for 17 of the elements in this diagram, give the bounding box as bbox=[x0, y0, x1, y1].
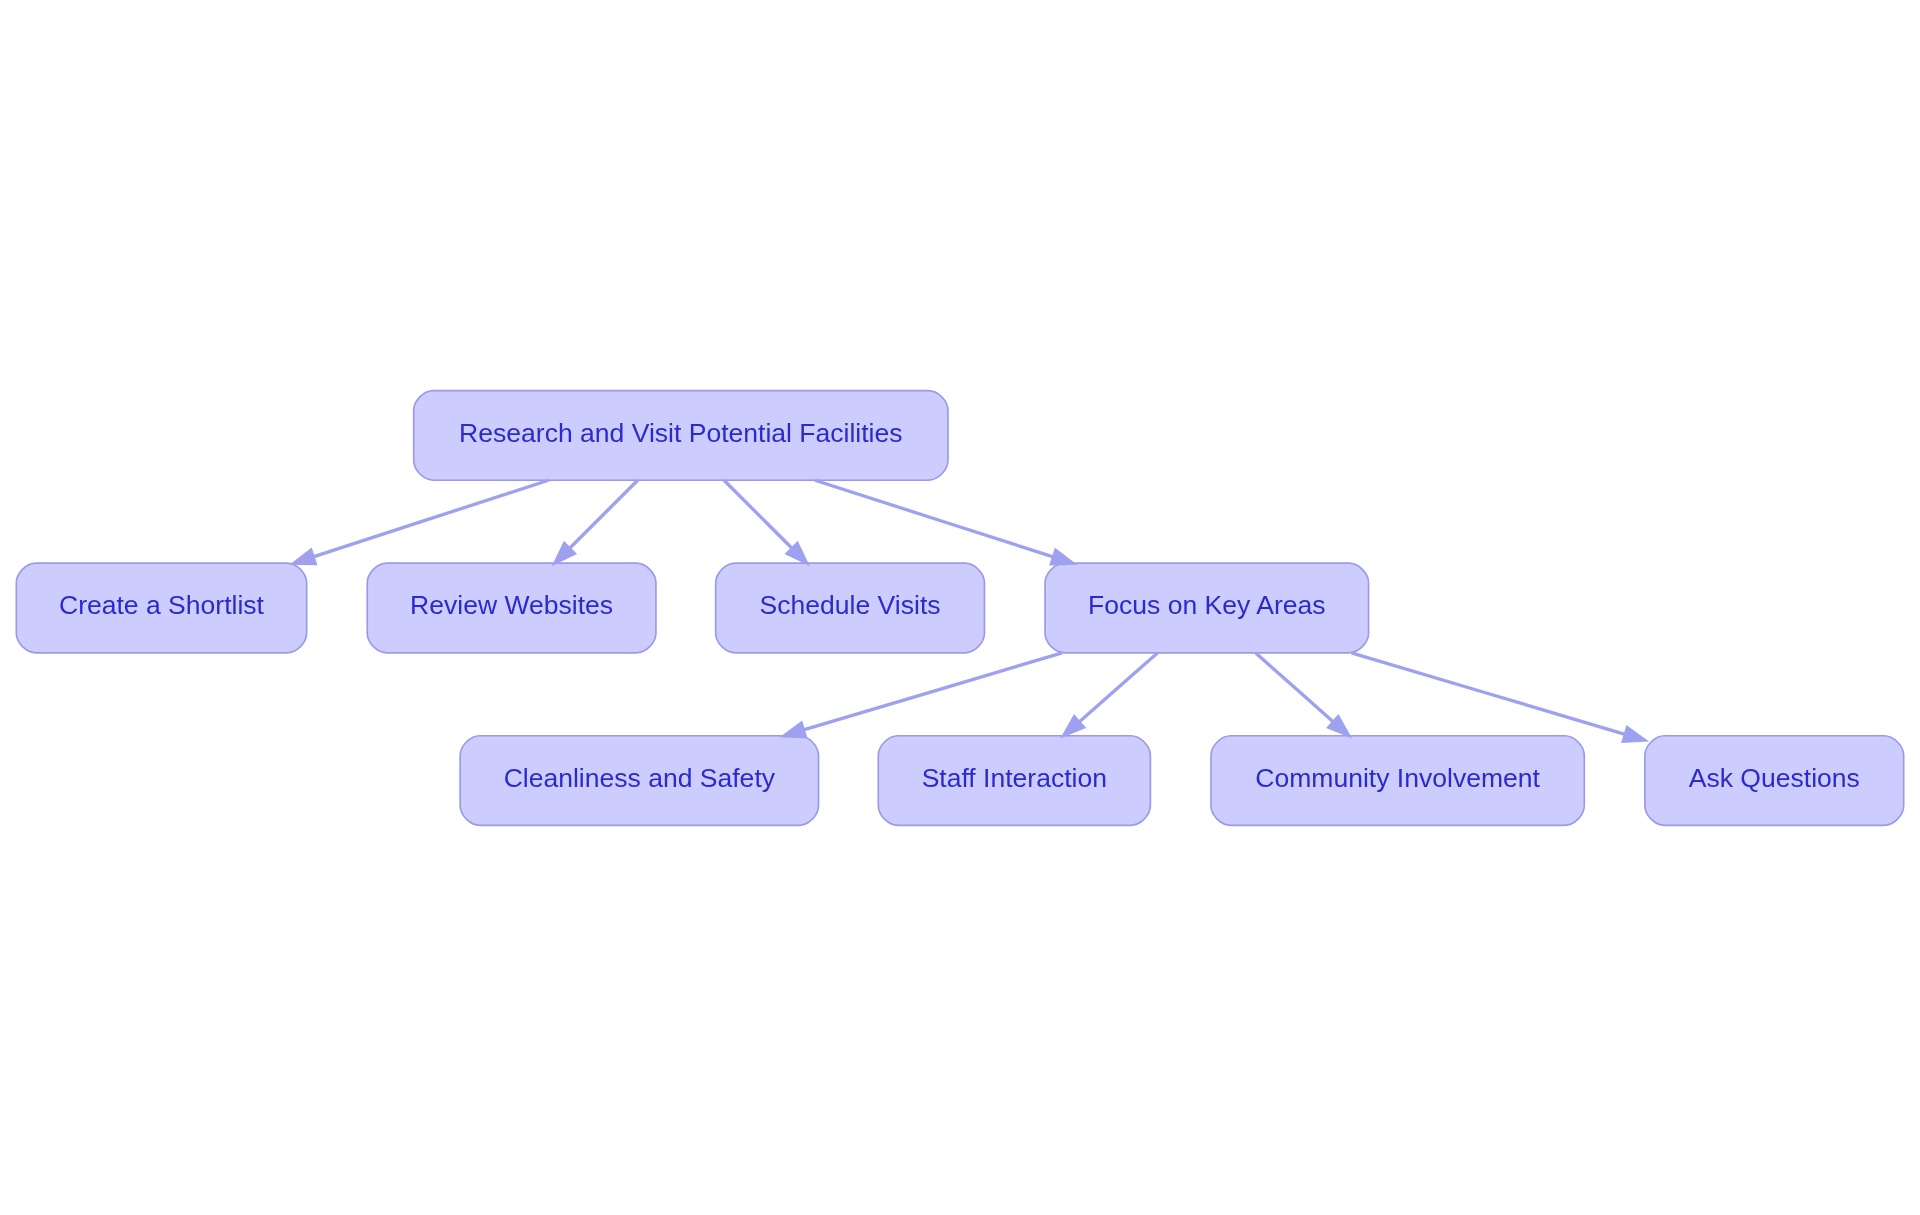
arrow bbox=[551, 478, 639, 566]
node-box: Focus on Key Areas bbox=[1044, 561, 1370, 654]
node-box: Schedule Visits bbox=[714, 561, 986, 654]
arrow bbox=[814, 478, 1078, 565]
arrow bbox=[722, 478, 810, 566]
node-box: Community Involvement bbox=[1210, 734, 1586, 826]
arrow bbox=[1060, 651, 1159, 739]
arrow bbox=[1351, 650, 1650, 743]
node-box: Ask Questions bbox=[1644, 734, 1905, 826]
node-box: Create a Shortlist bbox=[15, 561, 308, 654]
node-box: Review Websites bbox=[366, 561, 657, 654]
node-box: Research and Visit Potential Facilities bbox=[412, 389, 949, 481]
arrow bbox=[779, 650, 1063, 738]
node-box: Cleanliness and Safety bbox=[459, 734, 820, 826]
arrow bbox=[1254, 651, 1353, 739]
arrow bbox=[289, 478, 549, 565]
node-box: Staff Interaction bbox=[877, 734, 1152, 826]
